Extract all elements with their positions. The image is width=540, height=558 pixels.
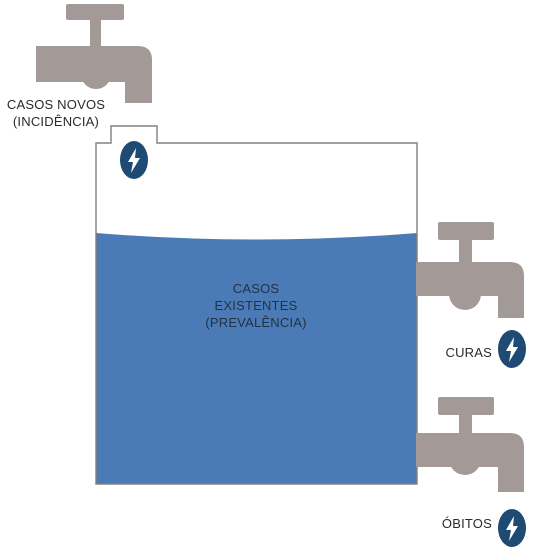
incidence-label: CASOS NOVOS (INCIDÊNCIA) (0, 96, 112, 130)
tank-water (96, 233, 417, 484)
prevalence-label: CASOS EXISTENTES (PREVALÊNCIA) (176, 280, 336, 331)
prevalence-label-line-3: (PREVALÊNCIA) (205, 315, 307, 330)
incidence-label-line-1: CASOS NOVOS (6, 97, 106, 112)
deaths-label: ÓBITOS (441, 516, 492, 531)
tank-outline (95, 125, 418, 485)
prevalence-label-line-2: EXISTENTES (214, 298, 298, 313)
cures-drop-icon (498, 330, 526, 368)
cures-label: CURAS (445, 345, 492, 360)
incidence-label-line-2: (INCIDÊNCIA) (12, 114, 100, 129)
inlet-faucet-icon (36, 4, 152, 103)
deaths-faucet-icon (416, 397, 524, 492)
cures-faucet-icon (416, 222, 524, 318)
prevalence-label-line-1: CASOS (232, 281, 280, 296)
deaths-drop-icon (498, 509, 526, 547)
inlet-drop-icon (120, 141, 148, 179)
